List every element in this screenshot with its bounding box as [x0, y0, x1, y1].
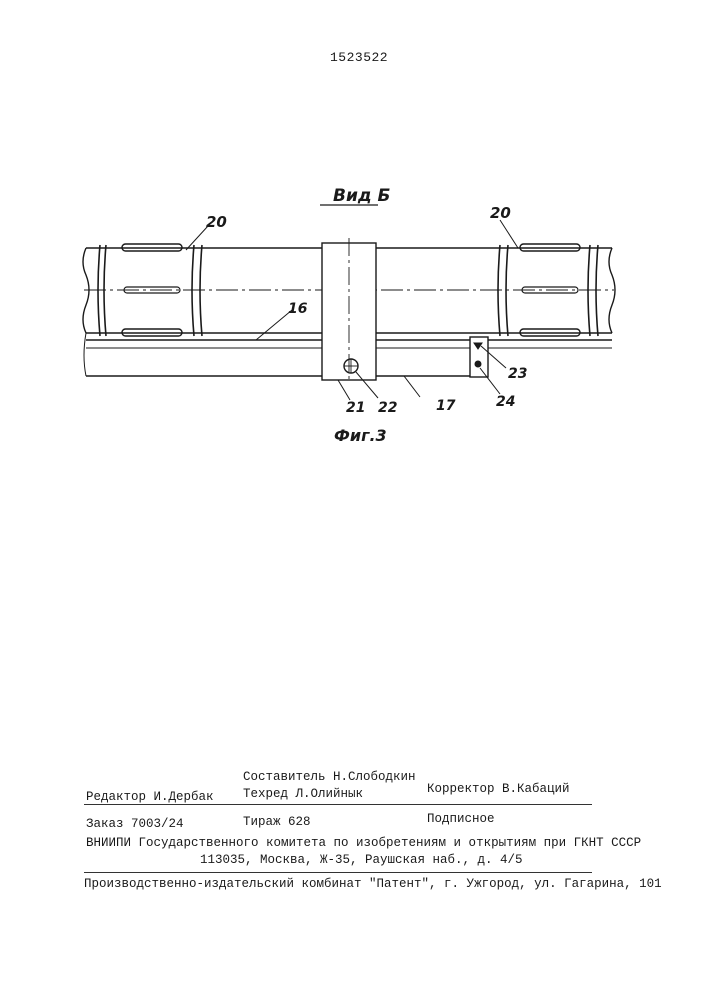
order-number: Заказ 7003/24 — [86, 817, 184, 831]
callout-24: 24 — [496, 394, 515, 410]
corrector-credit: Корректор В.Кабаций — [427, 782, 570, 796]
leader-16 — [256, 310, 292, 340]
subscription-note: Подписное — [427, 812, 495, 826]
leader-20-left — [186, 226, 208, 250]
leader-20-right — [500, 220, 518, 248]
divider-bottom — [84, 872, 592, 873]
callout-20-left: 20 — [206, 213, 227, 231]
callout-17: 17 — [436, 398, 456, 414]
technical-drawing-fig3: Вид Б 20 20 16 21 22 17 23 24 Фиг.3 — [0, 0, 707, 460]
editor-credit: Редактор И.Дербак — [86, 790, 214, 804]
leader-24 — [480, 368, 500, 394]
callout-16: 16 — [288, 301, 308, 317]
print-run: Тираж 628 — [243, 815, 311, 829]
leader-17 — [404, 376, 420, 397]
publisher-line: Производственно-издательский комбинат "П… — [84, 877, 662, 891]
rail-break-left — [84, 333, 86, 376]
institute-address: 113035, Москва, Ж-35, Раушская наб., д. … — [200, 853, 523, 867]
compiler-credit: Составитель Н.Слободкин — [243, 770, 416, 784]
view-label: Вид Б — [333, 186, 391, 206]
techred-credit: Техред Л.Олийнык — [243, 787, 363, 801]
callout-20-right: 20 — [490, 204, 511, 222]
callout-21: 21 — [346, 400, 365, 416]
divider-top — [84, 804, 592, 805]
shaft-break-left — [83, 248, 89, 333]
callout-23: 23 — [508, 366, 527, 382]
shaft-break-right — [609, 248, 615, 333]
institute-name: ВНИИПИ Государственного комитета по изоб… — [86, 836, 641, 850]
leader-21 — [338, 380, 350, 400]
figure-caption: Фиг.3 — [334, 426, 387, 445]
fastener-24-icon — [475, 361, 481, 367]
callout-22: 22 — [378, 400, 397, 416]
